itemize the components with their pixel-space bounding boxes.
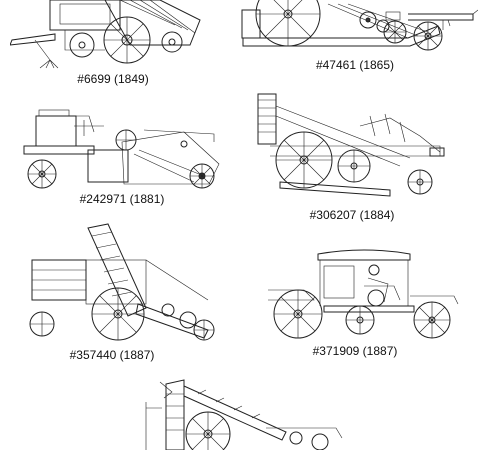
- patent-caption-47461: #47461 (1865): [315, 58, 395, 72]
- patent-drawing-6699: [10, 0, 210, 70]
- patent-caption-371909: #371909 (1887): [312, 344, 398, 358]
- patent-caption-6699: #6699 (1849): [77, 72, 149, 86]
- patent-drawing-47461: [238, 0, 478, 56]
- harvester-illustration-6699: [10, 0, 201, 69]
- patent-drawing-bottom: [136, 378, 344, 450]
- patent-drawing-357440: [28, 220, 218, 344]
- harvester-illustration-306207: [257, 93, 445, 197]
- patent-drawing-306207: [250, 86, 450, 204]
- patent-caption-357440: #357440 (1887): [69, 348, 155, 362]
- harvester-illustration-bottom: [145, 379, 343, 450]
- harvester-illustration-242971: [23, 109, 220, 189]
- harvester-illustration-371909: [268, 249, 459, 339]
- harvester-illustration-357440: [29, 223, 215, 341]
- patent-caption-242971: #242971 (1881): [79, 192, 165, 206]
- patent-drawing-242971: [14, 104, 228, 190]
- patent-caption-306207: #306207 (1884): [309, 208, 395, 222]
- patent-drawing-371909: [264, 246, 464, 342]
- harvester-illustration-47461: [241, 0, 478, 51]
